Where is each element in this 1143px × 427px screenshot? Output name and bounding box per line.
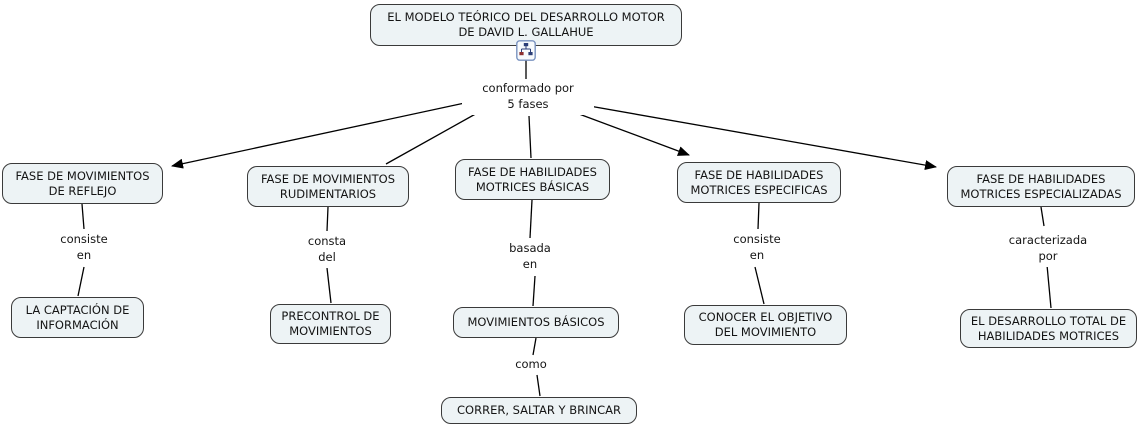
sub-link-label-3[interactable]: como — [501, 356, 561, 374]
edge-detail3-sublink — [532, 337, 537, 356]
sub-detail-node-3-label: CORRER, SALTAR Y BRINCAR — [457, 403, 621, 418]
detail-node-1[interactable]: LA CAPTACIÓN DE INFORMACIÓN — [11, 297, 144, 338]
edge-to-phase-1 — [171, 100, 475, 169]
detail-node-3[interactable]: MOVIMIENTOS BÁSICOS — [453, 307, 619, 338]
link-label-1[interactable]: consiste en — [44, 230, 124, 266]
link-label-5[interactable]: caracterizada por — [1000, 231, 1096, 267]
edge-link4-detail — [754, 266, 765, 305]
root-link-label[interactable]: conformado por 5 fases — [462, 79, 594, 115]
detail-node-2-label: PRECONTROL DE MOVIMIENTOS — [281, 309, 380, 338]
link-label-3[interactable]: basada en — [490, 239, 570, 275]
phase-node-3[interactable]: FASE DE HABILIDADES MOTRICES BÁSICAS — [455, 159, 610, 200]
edge-to-phase-4 — [570, 110, 690, 156]
edge-to-phase-3 — [528, 115, 532, 159]
root-link-text: conformado por 5 fases — [482, 81, 574, 111]
detail-node-5[interactable]: EL DESARROLLO TOTAL DE HABILIDADES MOTRI… — [960, 309, 1137, 348]
detail-node-3-label: MOVIMIENTOS BÁSICOS — [467, 315, 605, 330]
edge-phase4-link — [757, 202, 760, 230]
root-node[interactable]: EL MODELO TEÓRICO DEL DESARROLLO MOTOR D… — [370, 4, 682, 46]
root-node-label: EL MODELO TEÓRICO DEL DESARROLLO MOTOR D… — [387, 10, 665, 39]
phase-node-5[interactable]: FASE DE HABILIDADES MOTRICES ESPECIALIZA… — [947, 166, 1135, 207]
edge-phase3-link — [529, 199, 533, 239]
hierarchy-icon — [516, 40, 536, 61]
edge-link2-detail — [326, 267, 332, 304]
phase-node-5-label: FASE DE HABILIDADES MOTRICES ESPECIALIZA… — [960, 171, 1122, 201]
phase-node-1-label: FASE DE MOVIMIENTOS DE REFLEJO — [15, 168, 150, 198]
edge-sublink3-subdetail — [536, 374, 541, 397]
sub-detail-node-3[interactable]: CORRER, SALTAR Y BRINCAR — [441, 397, 637, 424]
detail-node-2[interactable]: PRECONTROL DE MOVIMIENTOS — [270, 304, 391, 344]
edge-phase5-link — [1040, 206, 1045, 227]
link-label-3-text: basada en — [509, 241, 551, 271]
phase-node-4-label: FASE DE HABILIDADES MOTRICES ESPECIFICAS — [690, 167, 828, 197]
edge-to-phase-5 — [577, 103, 937, 171]
edge-link3-detail — [532, 275, 536, 307]
detail-node-4-label: CONOCER EL OBJETIVO DEL MOVIMIENTO — [698, 310, 833, 339]
phase-node-2-label: FASE DE MOVIMIENTOS RUDIMENTARIOS — [260, 171, 395, 201]
phase-node-2[interactable]: FASE DE MOVIMIENTOS RUDIMENTARIOS — [247, 166, 409, 207]
link-label-2[interactable]: consta del — [287, 232, 367, 268]
edge-phase2-link — [326, 206, 329, 232]
detail-node-4[interactable]: CONOCER EL OBJETIVO DEL MOVIMIENTO — [684, 305, 847, 345]
link-label-1-text: consiste en — [60, 232, 108, 262]
phase-node-3-label: FASE DE HABILIDADES MOTRICES BÁSICAS — [468, 164, 597, 194]
detail-node-1-label: LA CAPTACIÓN DE INFORMACIÓN — [25, 302, 130, 332]
link-label-4[interactable]: consiste en — [717, 230, 797, 266]
edge-phase1-link — [81, 203, 85, 230]
phase-node-4[interactable]: FASE DE HABILIDADES MOTRICES ESPECIFICAS — [677, 162, 841, 203]
link-label-2-text: consta del — [307, 234, 347, 264]
phase-node-1[interactable]: FASE DE MOVIMIENTOS DE REFLEJO — [2, 163, 163, 204]
edge-link5-detail — [1046, 264, 1052, 309]
edge-to-phase-2 — [385, 106, 489, 165]
link-label-5-text: caracterizada por — [1008, 233, 1088, 263]
concept-map-resource-icon[interactable] — [516, 40, 536, 61]
sub-link-label-3-text: como — [515, 357, 547, 372]
detail-node-5-label: EL DESARROLLO TOTAL DE HABILIDADES MOTRI… — [970, 313, 1127, 343]
link-label-4-text: consiste en — [733, 232, 781, 262]
edge-link1-detail — [77, 266, 85, 297]
